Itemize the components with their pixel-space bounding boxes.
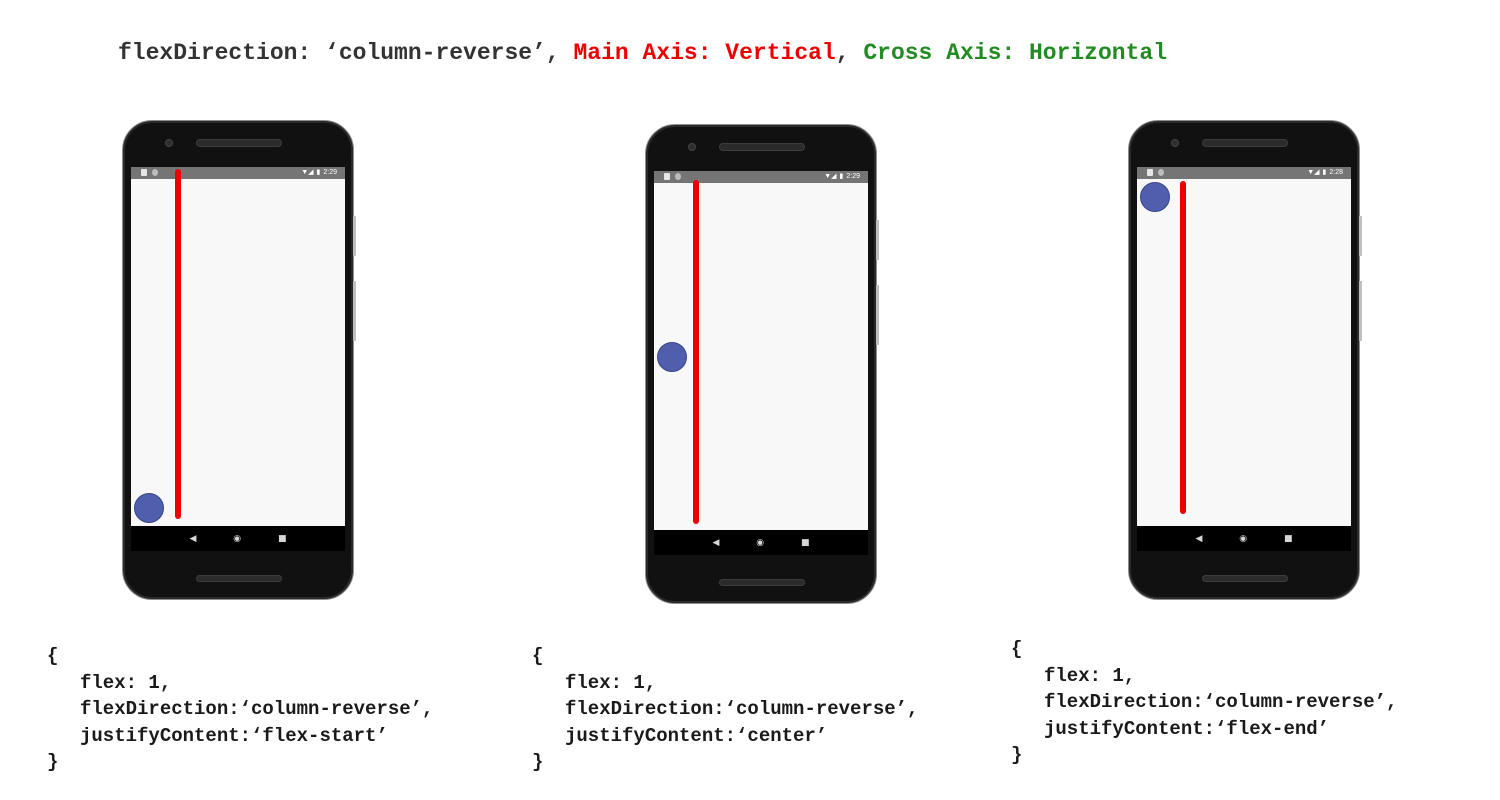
main-axis-label: Main Axis: Vertical — [573, 40, 835, 66]
main-axis-line — [693, 180, 699, 524]
home-icon[interactable]: ◉ — [1239, 534, 1247, 544]
battery-icon: ▮ — [840, 172, 844, 182]
volume-button — [353, 281, 356, 341]
status-time: 2:28 — [1329, 168, 1343, 178]
volume-button — [876, 285, 879, 345]
cross-axis-label: Cross Axis: Horizontal — [863, 40, 1167, 66]
status-bar: ▼◢ ▮2:29 — [654, 171, 868, 183]
home-icon[interactable]: ◉ — [233, 534, 241, 544]
code-justify-content-line: justifyContent:‘center’ — [532, 723, 918, 750]
earpiece-speaker — [1202, 139, 1288, 147]
code-flex-line: flex: 1, — [532, 670, 918, 697]
code-flex-direction-line: flexDirection:‘column-reverse’, — [47, 696, 433, 723]
power-button — [353, 216, 356, 256]
earpiece-speaker — [719, 143, 805, 151]
code-close-brace: } — [1011, 742, 1397, 769]
bottom-speaker — [719, 579, 805, 586]
wifi-icon: ▼◢ — [824, 172, 836, 182]
code-open-brace: { — [1011, 636, 1397, 663]
sync-icon — [1158, 169, 1164, 176]
sync-icon — [675, 173, 681, 180]
main-axis-line — [1180, 181, 1186, 514]
style-code-flex-end: {flex: 1,flexDirection:‘column-reverse’,… — [1011, 636, 1397, 769]
code-open-brace: { — [532, 643, 918, 670]
nav-bar: ◀ ◉ ■ — [654, 530, 868, 555]
phone-screen: ▼◢ ▮2:29 ◀ ◉ ■ — [654, 171, 868, 555]
sd-card-icon — [1147, 169, 1153, 176]
camera-icon — [1171, 139, 1179, 147]
recents-icon[interactable]: ■ — [278, 534, 287, 544]
power-button — [1359, 216, 1362, 256]
status-bar: ▼◢ ▮2:29 — [131, 167, 345, 179]
sync-icon — [152, 169, 158, 176]
back-icon[interactable]: ◀ — [1195, 534, 1202, 544]
phone-flex-start: ▼◢ ▮2:29 ◀ ◉ ■ — [122, 120, 354, 600]
back-icon[interactable]: ◀ — [189, 534, 196, 544]
home-icon[interactable]: ◉ — [756, 538, 764, 548]
code-justify-content-line: justifyContent:‘flex-start’ — [47, 723, 433, 750]
code-open-brace: { — [47, 643, 433, 670]
battery-icon: ▮ — [317, 168, 321, 178]
wifi-icon: ▼◢ — [1307, 168, 1319, 178]
code-flex-line: flex: 1, — [1011, 663, 1397, 690]
status-bar: ▼◢ ▮2:28 — [1137, 167, 1351, 179]
phone-screen: ▼◢ ▮2:28 ◀ ◉ ■ — [1137, 167, 1351, 551]
heading: flexDirection: ‘column-reverse’, Main Ax… — [118, 40, 1167, 66]
code-justify-content-line: justifyContent:‘flex-end’ — [1011, 716, 1397, 743]
style-code-flex-start: {flex: 1,flexDirection:‘column-reverse’,… — [47, 643, 433, 776]
heading-separator: , — [546, 40, 574, 66]
volume-button — [1359, 281, 1362, 341]
code-close-brace: } — [47, 749, 433, 776]
code-flex-direction-line: flexDirection:‘column-reverse’, — [532, 696, 918, 723]
flex-item-ball — [1140, 182, 1170, 212]
camera-icon — [165, 139, 173, 147]
style-code-center: {flex: 1,flexDirection:‘column-reverse’,… — [532, 643, 918, 776]
phone-center: ▼◢ ▮2:29 ◀ ◉ ■ — [645, 124, 877, 604]
wifi-icon: ▼◢ — [301, 168, 313, 178]
sd-card-icon — [664, 173, 670, 180]
heading-separator: , — [836, 40, 864, 66]
phone-flex-end: ▼◢ ▮2:28 ◀ ◉ ■ — [1128, 120, 1360, 600]
camera-icon — [688, 143, 696, 151]
main-axis-line — [175, 169, 181, 519]
phone-screen: ▼◢ ▮2:29 ◀ ◉ ■ — [131, 167, 345, 551]
recents-icon[interactable]: ■ — [1284, 534, 1293, 544]
heading-prefix: flexDirection: ‘column-reverse’ — [118, 40, 546, 66]
status-time: 2:29 — [846, 172, 860, 182]
nav-bar: ◀ ◉ ■ — [131, 526, 345, 551]
bottom-speaker — [1202, 575, 1288, 582]
bottom-speaker — [196, 575, 282, 582]
flex-item-ball — [134, 493, 164, 523]
recents-icon[interactable]: ■ — [801, 538, 810, 548]
power-button — [876, 220, 879, 260]
back-icon[interactable]: ◀ — [712, 538, 719, 548]
sd-card-icon — [141, 169, 147, 176]
earpiece-speaker — [196, 139, 282, 147]
battery-icon: ▮ — [1323, 168, 1327, 178]
flex-item-ball — [657, 342, 687, 372]
code-flex-direction-line: flexDirection:‘column-reverse’, — [1011, 689, 1397, 716]
code-close-brace: } — [532, 749, 918, 776]
code-flex-line: flex: 1, — [47, 670, 433, 697]
nav-bar: ◀ ◉ ■ — [1137, 526, 1351, 551]
status-time: 2:29 — [323, 168, 337, 178]
